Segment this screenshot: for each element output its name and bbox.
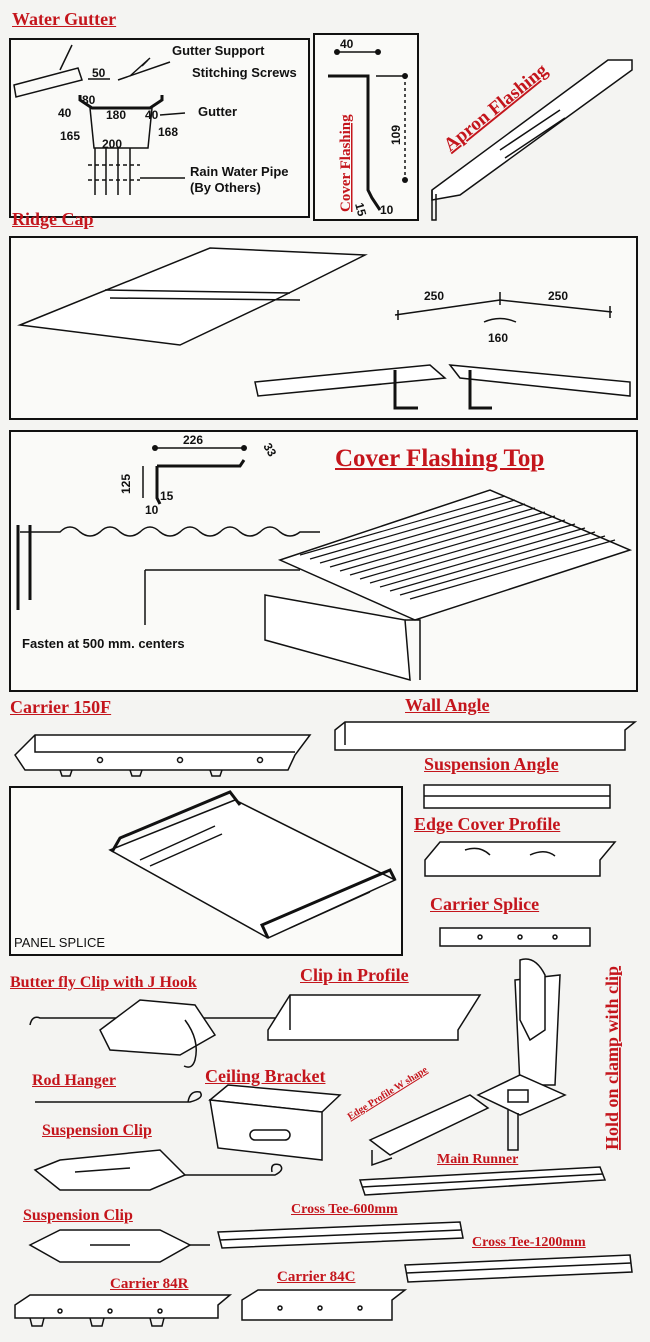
suspension-clip-1-title: Suspension Clip — [42, 1122, 152, 1139]
carrier-splice-title: Carrier Splice — [430, 894, 540, 914]
cft-dim-15: 15 — [160, 489, 174, 503]
ridge-dim-160: 160 — [488, 331, 508, 345]
dim-200: 200 — [102, 137, 122, 151]
panel-splice-label: PANEL SPLICE — [14, 935, 106, 950]
cf-dim-10: 10 — [380, 203, 394, 217]
cf-dim-40: 40 — [340, 37, 354, 51]
wall-angle-title: Wall Angle — [405, 695, 490, 715]
fasten-note: Fasten at 500 mm. centers — [22, 636, 185, 651]
carrier-150f-title: Carrier 150F — [10, 697, 112, 717]
dim-165: 165 — [60, 129, 80, 143]
suspension-clip-2-title: Suspension Clip — [23, 1207, 133, 1224]
by-others-label: (By Others) — [190, 180, 261, 195]
cft-dim-226: 226 — [183, 433, 203, 447]
cross-tee-1200-title: Cross Tee-1200mm — [472, 1235, 586, 1250]
gutter-label: Gutter — [198, 104, 237, 119]
rod-hanger-title: Rod Hanger — [32, 1072, 116, 1089]
edge-cover-profile-title: Edge Cover Profile — [414, 814, 561, 834]
dim-80: 80 — [82, 93, 96, 107]
cft-dim-10: 10 — [145, 503, 159, 517]
clip-in-profile-title: Clip in Profile — [300, 965, 409, 985]
suspension-angle-title: Suspension Angle — [424, 754, 559, 774]
dim-168: 168 — [158, 125, 178, 139]
ridge-cap-title: Ridge Cap — [12, 209, 94, 229]
dim-40-right: 40 — [145, 108, 159, 122]
dim-50: 50 — [92, 66, 106, 80]
water-gutter-title: Water Gutter — [12, 9, 117, 29]
hold-on-clamp-title: Hold on clamp with clip — [602, 966, 622, 1150]
water-gutter-panel — [9, 38, 310, 218]
main-runner-title: Main Runner — [437, 1152, 519, 1167]
stitching-screws-label: Stitching Screws — [192, 65, 297, 80]
butterfly-clip-title: Butter fly Clip with J Hook — [10, 974, 197, 991]
cover-flashing-top-title: Cover Flashing Top — [335, 445, 545, 472]
edge-profile-w-title: Edge Profile W shape — [346, 1064, 430, 1122]
ceiling-bracket-title: Ceiling Bracket — [205, 1066, 326, 1086]
dim-40-left: 40 — [58, 106, 72, 120]
cf-dim-109: 109 — [389, 125, 403, 145]
rain-pipe-label: Rain Water Pipe — [190, 164, 288, 179]
cross-tee-600-title: Cross Tee-600mm — [291, 1202, 398, 1217]
ridge-dim-250-left: 250 — [424, 289, 444, 303]
cft-dim-33: 33 — [260, 441, 279, 460]
cover-flashing-title: Cover Flashing — [338, 114, 354, 212]
cft-dim-125: 125 — [119, 474, 133, 494]
ridge-dim-250-right: 250 — [548, 289, 568, 303]
dim-180: 180 — [106, 108, 126, 122]
cover-flashing-panel — [313, 33, 419, 221]
gutter-support-label: Gutter Support — [172, 43, 265, 58]
carrier-84r-title: Carrier 84R — [110, 1276, 189, 1292]
carrier-84c-title: Carrier 84C — [277, 1269, 356, 1285]
cf-dim-15: 15 — [352, 201, 369, 218]
